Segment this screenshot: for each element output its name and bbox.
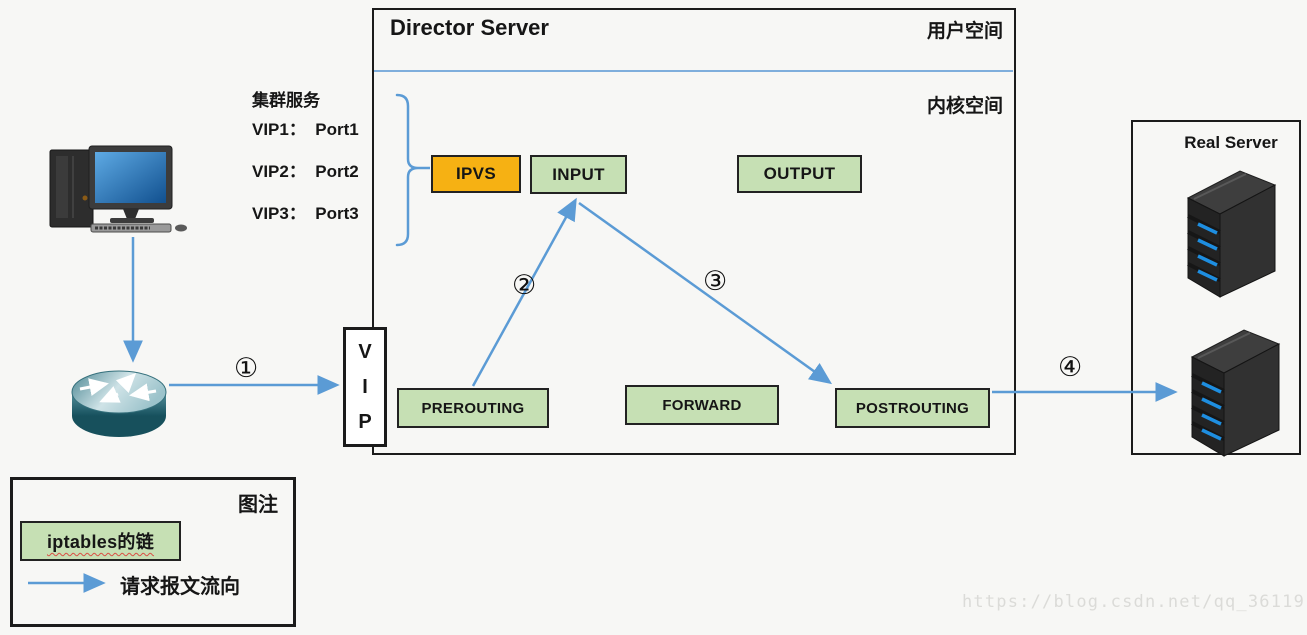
real-server-box — [1131, 120, 1301, 455]
real-server-title: Real Server — [1184, 133, 1278, 152]
forward-chain-node: FORWARD — [625, 385, 779, 425]
router-icon — [71, 370, 167, 437]
output-chain-node: OUTPUT — [737, 155, 862, 193]
legend-chain-sample-label: iptables的链 — [46, 532, 155, 552]
flow-step-badge-2: ② — [512, 270, 537, 301]
postrouting-chain-node: POSTROUTING — [835, 388, 990, 428]
kernel-space-label: 内核空间 — [926, 96, 1003, 117]
cluster-service-entry-3: VIP3： Port3 — [252, 204, 359, 223]
ipvs-node: IPVS — [431, 155, 521, 193]
cluster-service-entry-1: VIP1： Port1 — [252, 120, 359, 139]
vip-letter-v: V — [358, 340, 372, 363]
watermark-text: https://blog.csdn.net/qq_36119192 — [962, 592, 1307, 612]
legend-box — [10, 477, 296, 627]
legend-chain-sample: iptables的链 — [20, 521, 181, 561]
legend-flow-label: 请求报文流向 — [120, 576, 240, 598]
cluster-service-entry-2: VIP2： Port2 — [252, 162, 359, 181]
vip-letter-p: P — [358, 411, 372, 434]
vip-box: V I P — [343, 327, 387, 447]
director-title: Director Server — [390, 15, 549, 40]
user-space-label: 用户空间 — [926, 21, 1003, 42]
vip-letter-i: I — [362, 375, 368, 398]
flow-step-badge-1: ① — [234, 353, 259, 384]
flow-step-badge-4: ④ — [1058, 352, 1083, 383]
prerouting-chain-node: PREROUTING — [397, 388, 549, 428]
director-server-box — [372, 8, 1016, 455]
legend-title: 图注 — [238, 494, 278, 516]
client-computer-icon — [49, 145, 187, 233]
input-chain-node: INPUT — [530, 155, 627, 194]
cluster-service-title: 集群服务 — [252, 91, 320, 110]
flow-step-badge-3: ③ — [703, 266, 728, 297]
